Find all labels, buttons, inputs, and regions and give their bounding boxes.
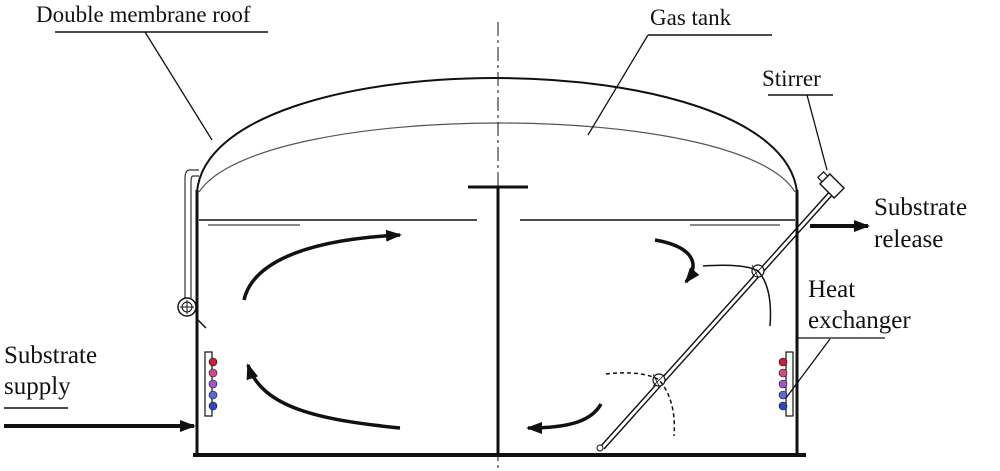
heat-coil-dot: [208, 368, 218, 378]
heat-coil-dot: [778, 368, 788, 378]
pump-icon: [177, 297, 197, 317]
label-substrate-release-line2: release: [874, 226, 943, 253]
leader-stirrer: [806, 94, 828, 171]
leader-gas-tank: [587, 34, 649, 136]
heat-coil-dot: [778, 357, 788, 367]
inner-membrane: [198, 122, 796, 193]
outer-membrane: [196, 77, 798, 193]
label-heat-exchanger-line1: Heat: [808, 276, 855, 303]
heat-exchanger-left: [204, 351, 218, 417]
gas-pipe-inner: [190, 175, 199, 298]
leader-heat-exchanger: [785, 338, 831, 399]
stirrer-blade-lower: [605, 372, 676, 437]
label-stirrer: Stirrer: [762, 66, 821, 91]
stirrer-foot: [596, 444, 604, 452]
flow-arrow-left-top: [242, 229, 402, 301]
heat-coil-dot: [208, 357, 218, 367]
heat-coil-dot: [208, 379, 218, 389]
heat-coil-dot: [778, 390, 788, 400]
flow-arrow-right-top: [654, 238, 700, 284]
label-substrate-release-line1: Substrate: [874, 194, 967, 221]
flow-arrow-right-bottom: [526, 403, 603, 434]
gas-pipe-outer: [184, 169, 199, 298]
flow-arrow-left-bottom: [246, 363, 401, 430]
heat-exchanger-right: [778, 351, 794, 417]
heat-coil-dot: [778, 379, 788, 389]
leader-roof: [144, 31, 213, 141]
stirrer-assembly: [596, 171, 846, 452]
label-heat-exchanger-line2: exchanger: [808, 307, 911, 334]
heat-coil-dot: [778, 401, 788, 411]
label-substrate-supply-line2: supply: [4, 373, 71, 400]
label-double-membrane-roof: Double membrane roof: [36, 2, 251, 27]
label-gas-tank: Gas tank: [650, 5, 732, 30]
heat-coil-dot: [208, 401, 218, 411]
heat-coil-dot: [208, 390, 218, 400]
label-substrate-supply-line1: Substrate: [4, 342, 97, 369]
stirrer-blade-upper: [702, 264, 772, 327]
pump-bracket: [195, 317, 207, 329]
stirrer-motor-icon: [817, 171, 846, 200]
